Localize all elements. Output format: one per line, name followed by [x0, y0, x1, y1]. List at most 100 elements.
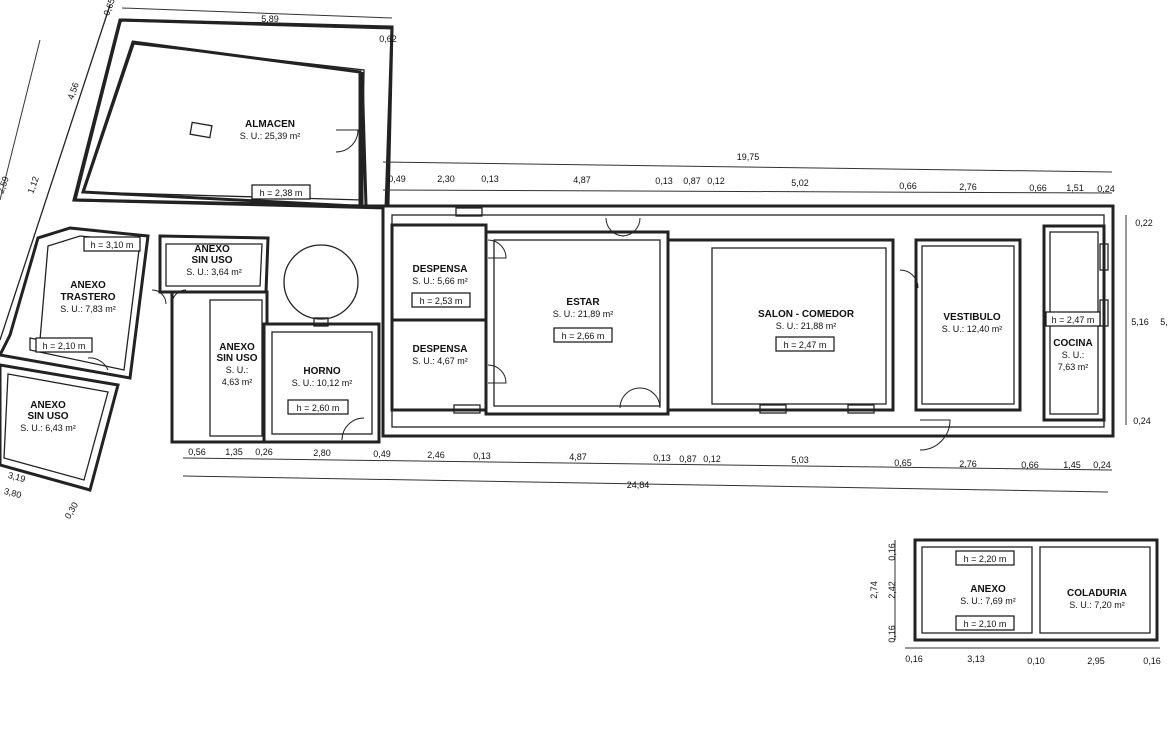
- dim-line-bottom-row: [182, 457, 1113, 471]
- almacen-height-box: h = 2,38 m: [251, 184, 311, 200]
- svg-text:h = 2,20 m: h = 2,20 m: [964, 554, 1007, 564]
- trastero-height-top: h = 3,10 m: [83, 236, 141, 252]
- vestibulo-walls: [914, 238, 1022, 412]
- dim-062: 0,62: [379, 34, 397, 44]
- estar-height-box: h = 2,66 m: [553, 327, 613, 343]
- anexo-3-name-1: ANEXO: [30, 400, 66, 411]
- despensa-1-height-box: h = 2,53 m: [411, 292, 471, 308]
- svg-text:1,51: 1,51: [1066, 183, 1084, 193]
- cocina-name: COCINA: [1053, 338, 1092, 349]
- svg-text:h = 2,60 m: h = 2,60 m: [297, 403, 340, 413]
- dim-right-516: 5,16: [1131, 317, 1149, 327]
- anexo-sin-uso-3-walls: [0, 363, 120, 492]
- door-despensa-1: [487, 239, 507, 259]
- anexo-sin-uso-2-inner: [209, 299, 263, 437]
- cocina-height-box: h = 2,47 m: [1045, 311, 1101, 327]
- despensa-1-name: DESPENSA: [412, 264, 467, 275]
- window-4: [847, 404, 875, 414]
- anexo-small-area: S. U.: 7,69 m²: [960, 596, 1016, 606]
- window-2: [453, 404, 481, 414]
- svg-text:0,13: 0,13: [655, 176, 673, 186]
- estar-walls: [484, 230, 670, 416]
- dim-259: 2,59: [0, 175, 11, 195]
- anexo-2-name-2: SIN USO: [216, 353, 257, 364]
- door-trastero: [87, 357, 109, 371]
- almacen-small-box: [189, 121, 213, 139]
- svg-text:0,13: 0,13: [481, 174, 499, 184]
- horno-neck: [313, 317, 329, 327]
- despensa-2-name: DESPENSA: [412, 344, 467, 355]
- svg-text:h = 3,10 m: h = 3,10 m: [91, 240, 134, 250]
- vestibulo-name: VESTIBULO: [943, 312, 1000, 323]
- svg-text:2,95: 2,95: [1087, 656, 1105, 666]
- dim-112: 1,12: [25, 175, 40, 195]
- outbuilding-walls: [913, 538, 1159, 642]
- svg-text:4,87: 4,87: [573, 175, 591, 185]
- anexo-sin-uso-2-walls: [170, 290, 269, 444]
- almacen-area: S. U.: 25,39 m²: [240, 131, 301, 141]
- horno-oven-circle: [283, 244, 359, 320]
- svg-text:2,76: 2,76: [959, 182, 977, 192]
- salon-height-box: h = 2,47 m: [775, 336, 835, 352]
- svg-text:5,03: 5,03: [791, 455, 809, 465]
- anexo-3-area: S. U.: 6,43 m²: [20, 423, 76, 433]
- svg-text:0,24: 0,24: [1093, 460, 1111, 470]
- svg-text:0,26: 0,26: [255, 447, 273, 457]
- anexo-sin-uso-3-inner: [3, 373, 109, 481]
- salon-name: SALON - COMEDOR: [758, 309, 855, 320]
- dim-line-almacen-top: [121, 7, 393, 19]
- horno-area: S. U.: 10,12 m²: [292, 378, 353, 388]
- coladuria-inner: [1039, 546, 1151, 634]
- coladuria-name: COLADURIA: [1067, 588, 1127, 599]
- svg-text:0,66: 0,66: [1029, 183, 1047, 193]
- almacen-walls: [73, 18, 394, 208]
- dim-small-016a: 0,16: [887, 543, 897, 561]
- anexo-sin-uso-1-inner: [165, 243, 263, 287]
- dim-right-022: 0,22: [1135, 218, 1153, 228]
- svg-text:0,56: 0,56: [188, 447, 206, 457]
- svg-text:0,12: 0,12: [707, 176, 725, 186]
- svg-text:5,02: 5,02: [791, 178, 809, 188]
- dim-line-top: [382, 161, 1113, 173]
- door-estar-top: [605, 217, 641, 237]
- vestibulo-inner: [921, 245, 1015, 405]
- svg-text:0,16: 0,16: [905, 654, 923, 664]
- svg-text:2,30: 2,30: [437, 174, 455, 184]
- dim-small-016b: 0,16: [887, 625, 897, 643]
- svg-text:h = 2,47 m: h = 2,47 m: [1052, 315, 1095, 325]
- dim-line-top-row: [382, 189, 1113, 194]
- svg-text:2,76: 2,76: [959, 459, 977, 469]
- svg-text:4,87: 4,87: [569, 452, 587, 462]
- svg-text:0,66: 0,66: [1021, 460, 1039, 470]
- dim-total-bottom: 24,84: [627, 480, 650, 490]
- trastero-height-bottom: h = 2,10 m: [35, 337, 93, 353]
- svg-text:0,10: 0,10: [1027, 656, 1045, 666]
- svg-text:h = 2,10 m: h = 2,10 m: [43, 341, 86, 351]
- svg-text:0,13: 0,13: [653, 453, 671, 463]
- dim-top-row: 0,49 2,30 0,13 4,87 0,13 0,87 0,12 5,02 …: [388, 174, 1115, 194]
- anexo-small-height-top: h = 2,20 m: [955, 550, 1015, 566]
- svg-text:0,49: 0,49: [373, 449, 391, 459]
- salon-walls: [666, 238, 895, 412]
- svg-text:1,35: 1,35: [225, 447, 243, 457]
- estar-inner: [493, 239, 661, 407]
- dim-right-5: 5,: [1160, 317, 1168, 327]
- door-vestibulo-left: [899, 269, 919, 289]
- svg-text:3,13: 3,13: [967, 654, 985, 664]
- dim-line-total: [182, 475, 1109, 493]
- horno-name: HORNO: [303, 366, 340, 377]
- dim-065: 0,65: [101, 0, 116, 17]
- svg-text:1,45: 1,45: [1063, 460, 1081, 470]
- svg-text:0,12: 0,12: [703, 454, 721, 464]
- anexo-small-inner: [921, 546, 1033, 634]
- window-1: [455, 207, 483, 217]
- svg-text:0,87: 0,87: [683, 176, 701, 186]
- dim-line-left: [0, 39, 41, 201]
- svg-text:0,16: 0,16: [1143, 656, 1161, 666]
- anexo-2-name-1: ANEXO: [219, 342, 255, 353]
- svg-text:h = 2,10 m: h = 2,10 m: [964, 619, 1007, 629]
- dim-total-top: 19,75: [737, 152, 760, 162]
- anexo-2-area-2: 4,63 m²: [222, 377, 253, 387]
- dim-bl-030: 0,30: [63, 500, 80, 520]
- door-estar-bottom: [619, 387, 661, 409]
